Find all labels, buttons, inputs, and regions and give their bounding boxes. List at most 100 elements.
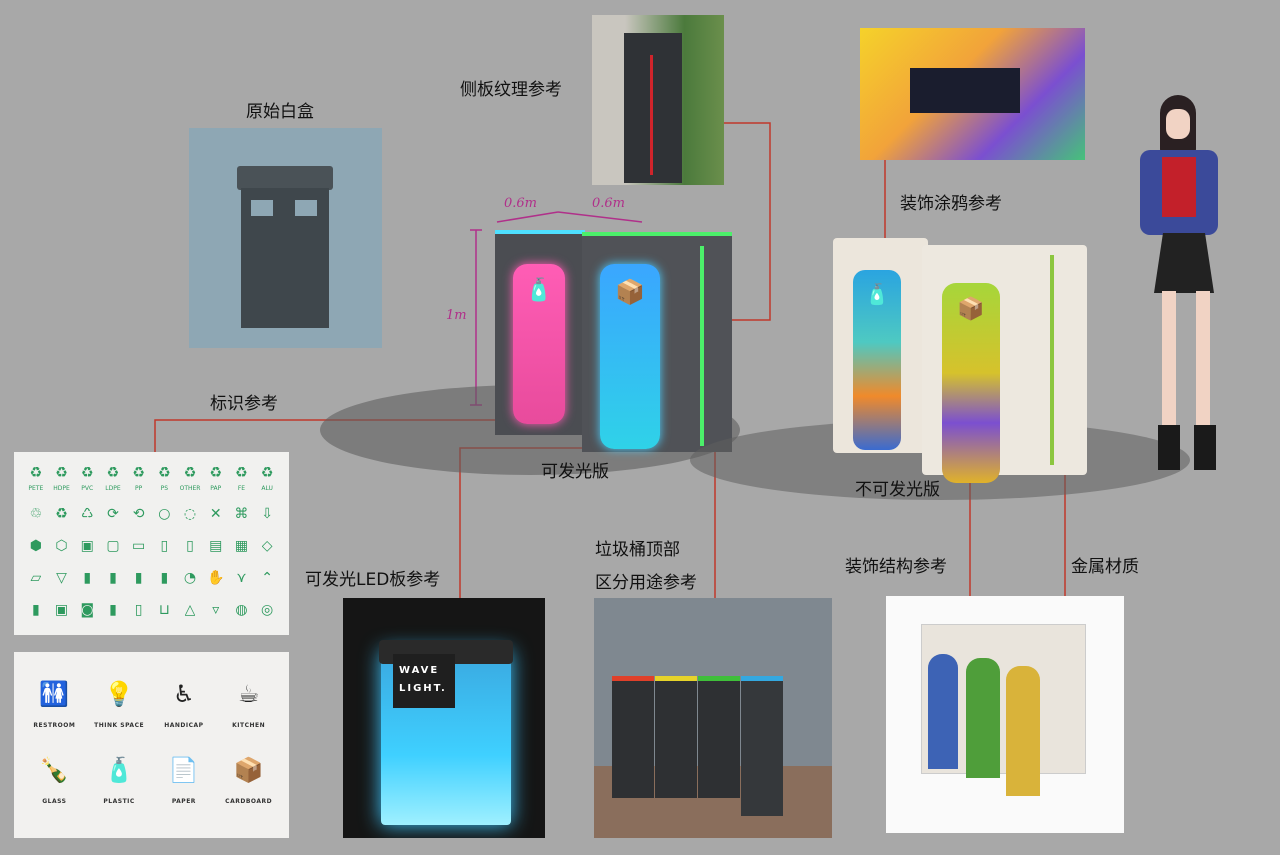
pictogram-glyph: ▤ bbox=[209, 538, 223, 554]
pictogram-glyph: ✋ bbox=[207, 570, 225, 586]
signage-icon-sheet: 🚻RESTROOM💡THINK SPACE♿HANDICAP☕KITCHEN🍾G… bbox=[14, 652, 289, 838]
glowing-bin-left: 🧴 bbox=[495, 230, 585, 435]
recycling-pictogram-icon: ▮ bbox=[101, 596, 125, 624]
signage-item: 🍾GLASS bbox=[22, 754, 87, 806]
bottle-icon: 🧴 bbox=[513, 264, 565, 424]
resin-code-icon: ♻ PP bbox=[127, 460, 151, 496]
paper-icon: 📄 bbox=[168, 756, 199, 784]
recycling-pictogram-icon: ⌘ bbox=[230, 500, 254, 528]
side-panel-photo bbox=[592, 15, 724, 185]
recycling-pictogram-icon: ♺ bbox=[75, 500, 99, 528]
recycling-pictogram-icon: ▿ bbox=[204, 596, 228, 624]
pictogram-glyph: ▢ bbox=[106, 538, 120, 554]
food-truck-photo bbox=[860, 28, 1085, 160]
pictogram-glyph: ♻ bbox=[29, 464, 43, 481]
plain-bin-right: 📦 bbox=[922, 245, 1087, 483]
dim-width-left: 0.6m bbox=[504, 196, 538, 211]
pictogram-glyph: ▯ bbox=[134, 602, 143, 618]
recycling-pictogram-icon: ▮ bbox=[75, 564, 99, 592]
recycling-pictogram-icon: ▯ bbox=[153, 532, 177, 560]
pictogram-glyph: ◙ bbox=[80, 602, 95, 618]
recycling-pictogram-icon: ▣ bbox=[50, 596, 74, 624]
signage-label: HANDICAP bbox=[164, 722, 204, 729]
signage-item: ☕KITCHEN bbox=[216, 678, 281, 730]
recycling-pictogram-icon: ▢ bbox=[101, 532, 125, 560]
pictogram-glyph: ♻ bbox=[132, 464, 145, 481]
lightbulb-icon: 💡 bbox=[104, 680, 135, 708]
pictogram-glyph: ♻ bbox=[260, 464, 274, 481]
recycling-pictogram-icon: △ bbox=[178, 596, 202, 624]
pictogram-glyph: ▯ bbox=[160, 538, 169, 554]
recycling-pictogram-icon: ▮ bbox=[153, 564, 177, 592]
recycling-pictogram-icon: ▮ bbox=[24, 596, 48, 624]
label-non-glowing-version: 不可发光版 bbox=[855, 480, 940, 500]
label-side-panel-texture: 侧板纹理参考 bbox=[460, 80, 562, 100]
pictogram-glyph: ▮ bbox=[160, 570, 169, 586]
recycling-pictogram-icon: ◙ bbox=[75, 596, 99, 624]
pictogram-glyph: ▯ bbox=[186, 538, 194, 554]
pictogram-glyph: ◍ bbox=[235, 602, 248, 618]
recycling-pictogram-icon: ⟲ bbox=[127, 500, 151, 528]
pictogram-glyph: ⋎ bbox=[236, 570, 247, 586]
recycling-pictogram-icon: ▽ bbox=[50, 564, 74, 592]
pictogram-glyph: ♻ bbox=[106, 464, 120, 481]
recycling-pictogram-icon: ♻ bbox=[50, 500, 74, 528]
pictogram-glyph: ♻ bbox=[235, 464, 248, 481]
box-icon: 📦 bbox=[600, 264, 660, 449]
resin-code-label: HDPE bbox=[53, 484, 70, 492]
pictogram-glyph: ▮ bbox=[109, 570, 117, 586]
label-bin-top-line1: 垃圾桶顶部 bbox=[595, 540, 680, 560]
resin-code-label: ALU bbox=[261, 484, 273, 492]
recycling-pictogram-icon: ✋ bbox=[204, 564, 228, 592]
label-glowing-version: 可发光版 bbox=[541, 462, 609, 482]
structure-photo bbox=[886, 596, 1124, 833]
recycling-pictogram-icon: ◇ bbox=[255, 532, 279, 560]
recycling-pictogram-icon: ◍ bbox=[230, 596, 254, 624]
recycling-pictogram-icon: ⟳ bbox=[101, 500, 125, 528]
resin-code-label: PAP bbox=[210, 484, 222, 492]
handicap-icon: ♿ bbox=[173, 680, 195, 708]
resin-code-icon: ♻OTHER bbox=[178, 460, 202, 496]
label-graffiti-reference: 装饰涂鸦参考 bbox=[900, 194, 1002, 214]
recycling-pictogram-icon: ▮ bbox=[127, 564, 151, 592]
pictogram-glyph: ▦ bbox=[234, 538, 249, 554]
recycling-pictogram-icon: ▯ bbox=[127, 596, 151, 624]
pictogram-glyph: ◇ bbox=[261, 538, 273, 554]
plain-bin-left: 🧴 bbox=[833, 238, 928, 453]
pictogram-glyph: ♲ bbox=[29, 506, 43, 522]
pictogram-glyph: ▽ bbox=[56, 570, 67, 586]
resin-code-label: PS bbox=[160, 484, 169, 492]
label-white-box: 原始白盒 bbox=[246, 102, 314, 122]
pictogram-glyph: ▿ bbox=[212, 602, 220, 618]
resin-code-icon: ♻ FE bbox=[230, 460, 254, 496]
resin-code-icon: ♻HDPE bbox=[50, 460, 74, 496]
pictogram-glyph: ▮ bbox=[83, 570, 92, 586]
box-icon: 📦 bbox=[942, 283, 1000, 483]
recycling-pictogram-icon: ◔ bbox=[178, 564, 202, 592]
recycling-pictogram-icon: ⇩ bbox=[255, 500, 279, 528]
pictogram-glyph: ▣ bbox=[54, 602, 69, 618]
pictogram-glyph: ♻ bbox=[158, 464, 171, 481]
character-figure bbox=[1110, 95, 1245, 475]
pictogram-glyph: ▣ bbox=[80, 538, 94, 554]
recycling-pictogram-icon: ▤ bbox=[204, 532, 228, 560]
pictogram-glyph: ⌘ bbox=[234, 506, 249, 522]
pictogram-glyph: ♻ bbox=[209, 464, 223, 481]
pictogram-glyph: ⬢ bbox=[29, 538, 42, 554]
glowing-bin-right: 📦 bbox=[582, 232, 732, 452]
signage-label: GLASS bbox=[42, 798, 67, 805]
pictogram-glyph: ◔ bbox=[183, 570, 197, 586]
signage-label: PLASTIC bbox=[103, 798, 135, 805]
signage-item: 🚻RESTROOM bbox=[22, 678, 87, 730]
dim-height: 1m bbox=[446, 308, 467, 323]
pictogram-glyph: ⊔ bbox=[158, 602, 170, 618]
recycling-pictogram-icon: ⋎ bbox=[230, 564, 254, 592]
resin-code-label: PP bbox=[135, 484, 143, 492]
signage-label: RESTROOM bbox=[33, 722, 76, 729]
recycling-pictogram-icon: ◎ bbox=[255, 596, 279, 624]
resin-code-label: FE bbox=[237, 484, 246, 492]
signage-label: PAPER bbox=[171, 798, 196, 805]
recycling-pictogram-icon: ▦ bbox=[230, 532, 254, 560]
signage-item: 🧴PLASTIC bbox=[87, 754, 152, 806]
recycling-pictogram-icon: ▱ bbox=[24, 564, 48, 592]
